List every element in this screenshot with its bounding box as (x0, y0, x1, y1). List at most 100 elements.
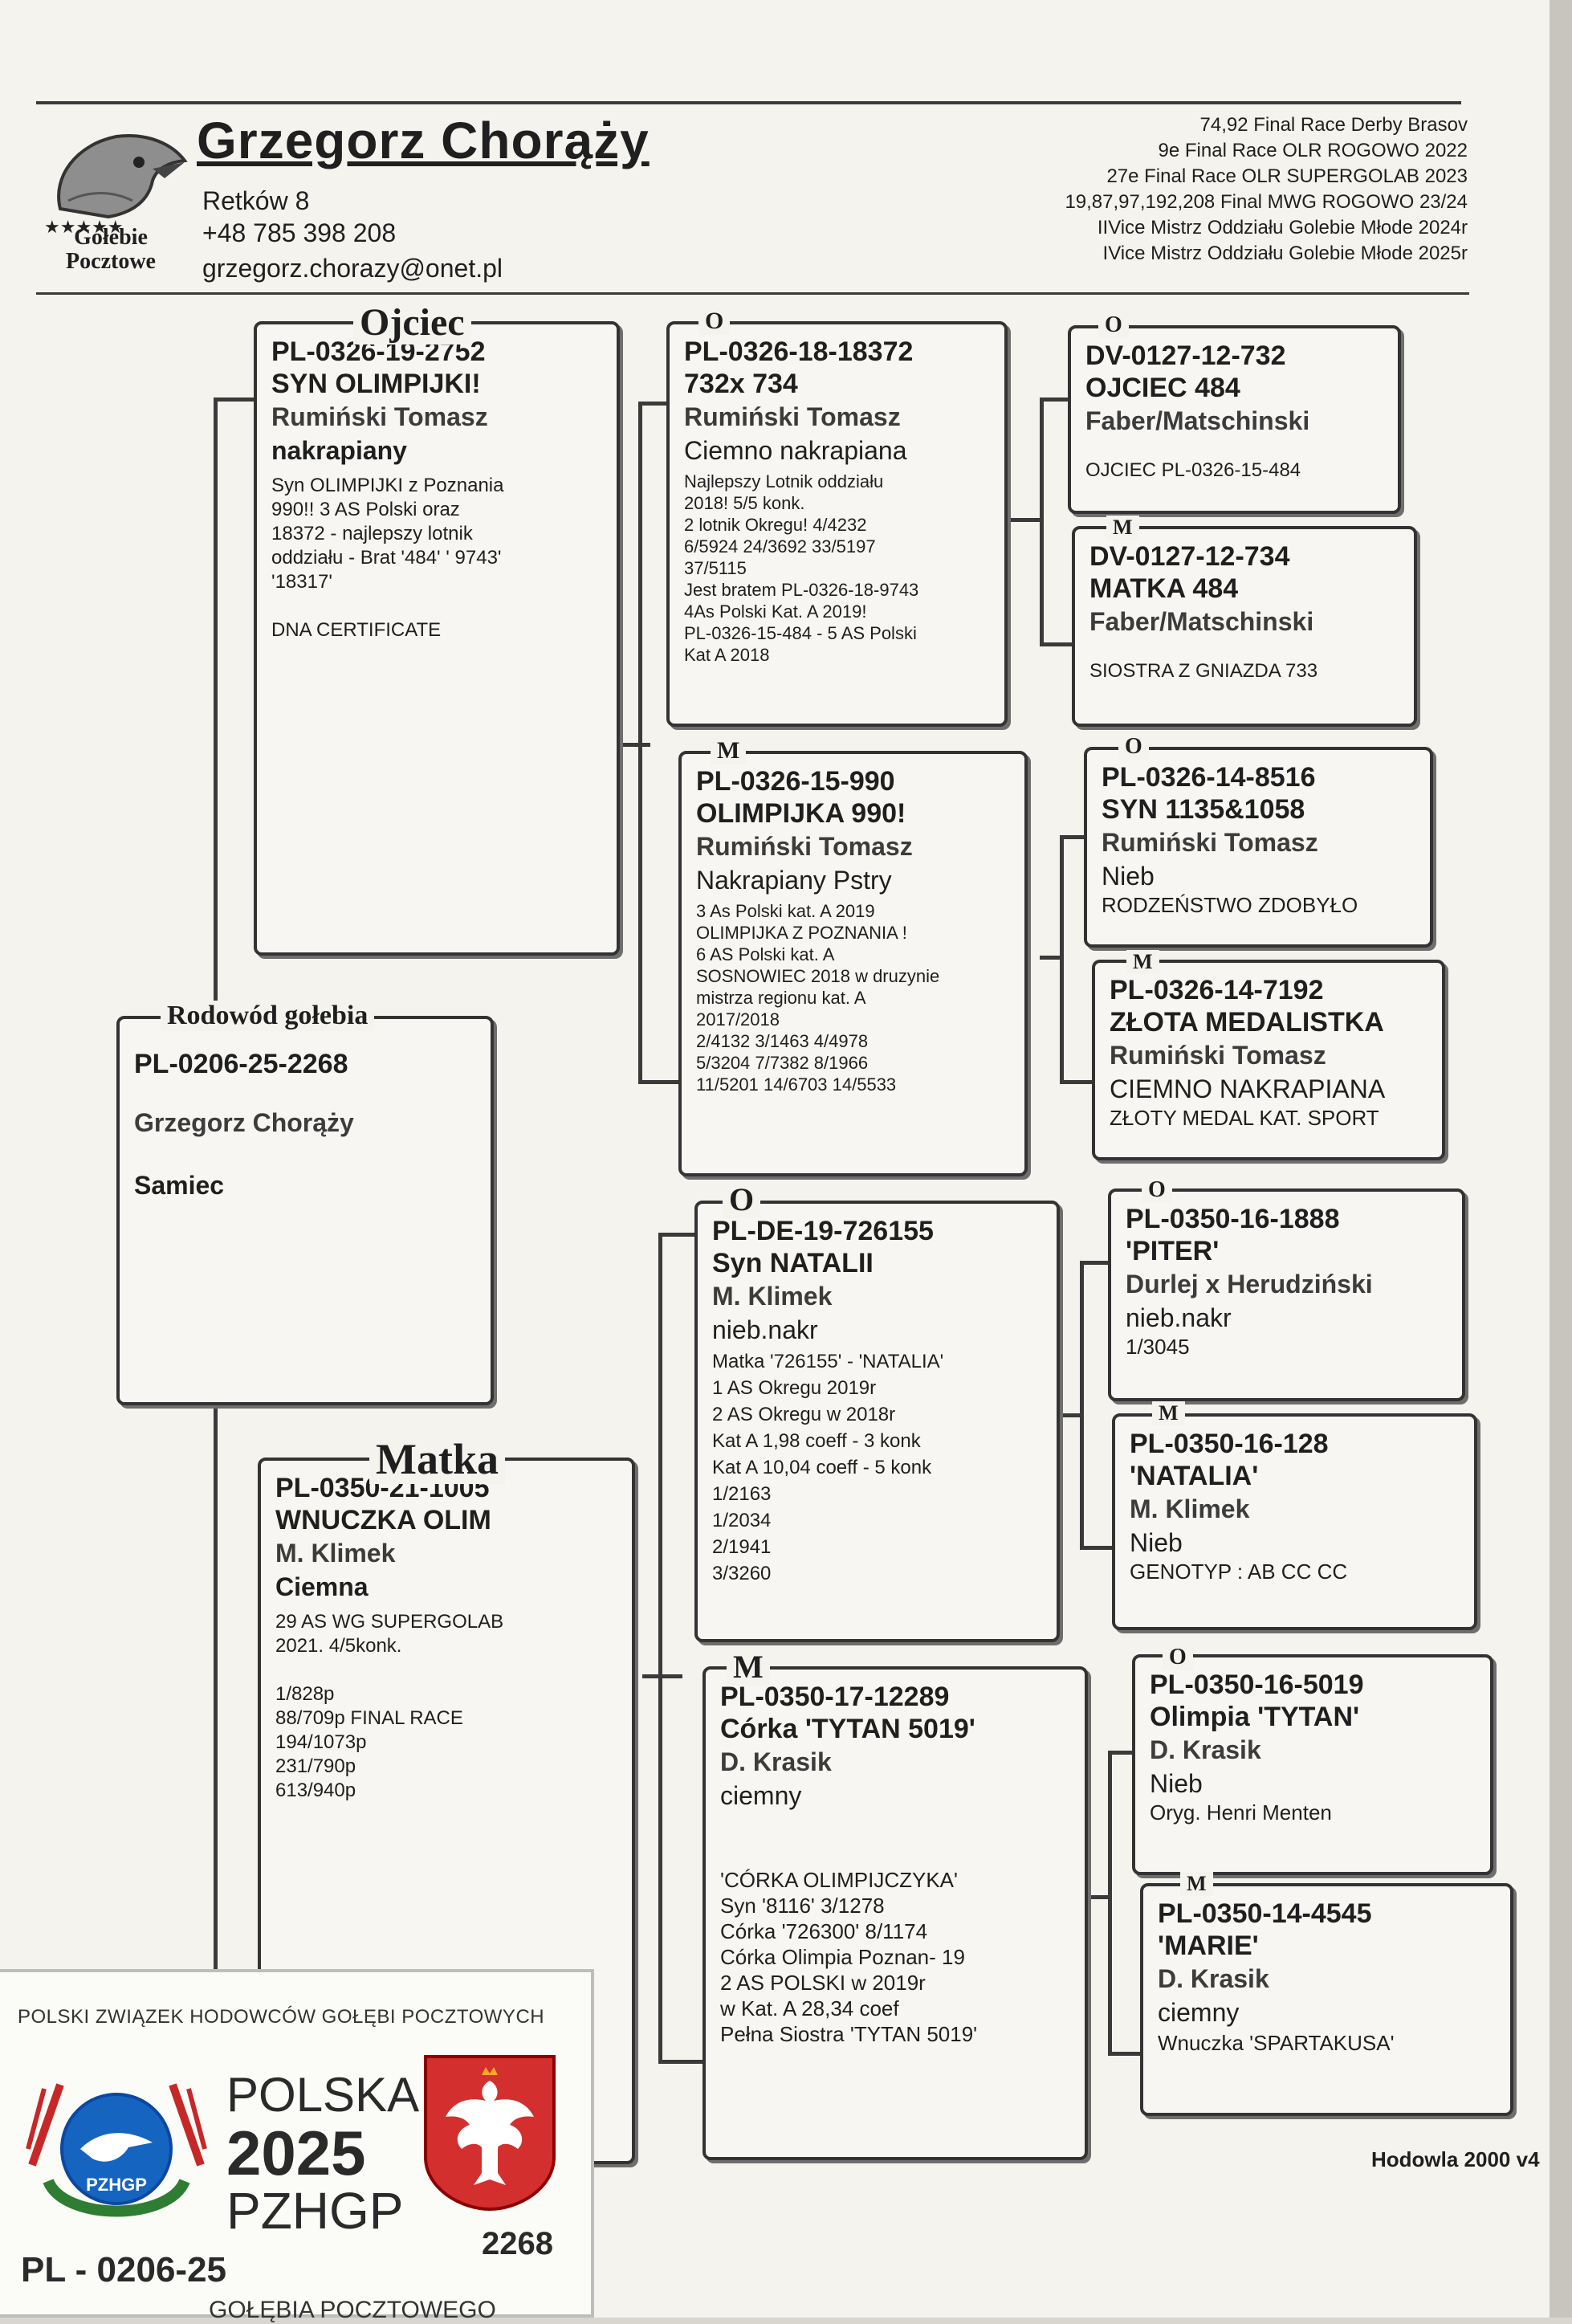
grandsire-maternal-card[interactable]: PL-DE-19-726155 Syn NATALII M. Klimek ni… (694, 1201, 1060, 1642)
sticker-year: 2025 (226, 2118, 366, 2188)
breeder: D. Krasik (720, 1747, 832, 1776)
note-line: 11/5201 14/6703 14/5533 (696, 1074, 897, 1095)
sticker-country: POLSKA (226, 2068, 420, 2122)
ring-sticker: POLSKI ZWIĄZEK HODOWCÓW GOŁĘBI POCZTOWYC… (0, 1969, 594, 2323)
note-line: 2 lotnik Okregu! 4/4232 (684, 515, 867, 535)
breeder-email[interactable]: grzegorz.chorazy@onet.pl (202, 254, 503, 283)
sire-tag: O (1163, 1645, 1193, 1670)
connector-line (1040, 398, 1044, 646)
note-line: Kat A 2018 (684, 645, 770, 665)
notes: Matka '726155' - 'NATALIA' 1 AS Okregu 2… (712, 1348, 1045, 1587)
achievement-item: IVice Mistrz Oddziału Golebie Młode 2025… (1102, 243, 1468, 264)
pigeon-name: SYN 1135&1058 (1102, 794, 1305, 825)
ring-number: PL-0350-16-5019 (1150, 1670, 1364, 1700)
note-line: 2018! 5/5 konk. (684, 493, 805, 513)
note-line: Córka Olimpia Poznan- 19 (720, 1945, 965, 1969)
logo-text-1: Gołebie (74, 225, 148, 250)
great-grandparent-card-1[interactable]: DV-0127-12-732 OJCIEC 484 Faber/Matschin… (1068, 325, 1401, 514)
note-line: 2 AS POLSKI w 2019r (720, 1971, 926, 1995)
connector-line (214, 398, 218, 1016)
note-line (720, 1841, 1073, 1867)
dam-tag: M (1180, 1872, 1213, 1896)
achievement-item: 19,87,97,192,208 Final MWG ROGOWO 23/24 (1065, 191, 1468, 213)
granddam-paternal-card[interactable]: PL-0326-15-990 OLIMPIJKA 990! Rumiński T… (678, 751, 1028, 1176)
plumage-color: CIEMNO NAKRAPIANA (1110, 1074, 1386, 1103)
software-credit: Hodowla 2000 v4 (1371, 2147, 1540, 2171)
note-line: Kat A 1,98 coeff - 3 konk (712, 1430, 921, 1452)
ring-number: PL-0350-14-4545 (1158, 1898, 1372, 1929)
achievements-list: 74,92 Final Race Derby Brasov 9e Final R… (1065, 112, 1468, 267)
note-line: OJCIEC PL-0326-15-484 (1085, 459, 1301, 481)
connector-line (1008, 518, 1044, 522)
sire-card[interactable]: PL-0326-19-2752 SYN OLIMPIJKI! Rumiński … (254, 321, 620, 956)
breeder: Rumiński Tomasz (271, 402, 488, 431)
connector-line (1060, 1080, 1092, 1084)
sire-tag: O (723, 1180, 761, 1218)
great-grandparent-card-6[interactable]: PL-0350-16-128 'NATALIA' M. Klimek Nieb … (1112, 1413, 1477, 1630)
note-line: PL-0326-15-484 - 5 AS Polski (684, 623, 917, 643)
note-line: oddziału - Brat '484' ' 9743' (271, 547, 502, 569)
connector-line (638, 402, 642, 1084)
notes: 'CÓRKA OLIMPIJCZYKA' Syn '8116' 3/1278 C… (720, 1816, 1073, 2047)
achievement-item: IIVice Mistrz Oddziału Golebie Młode 202… (1097, 217, 1468, 239)
grandsire-paternal-card[interactable]: PL-0326-18-18372 732x 734 Rumiński Tomas… (666, 321, 1008, 727)
pzhgp-badge-text: PZHGP (86, 2175, 147, 2195)
note-line (271, 594, 605, 618)
pigeon-name: OLIMPIJKA 990! (696, 798, 906, 829)
plumage-color: ciemny (1158, 1998, 1240, 2027)
great-grandparent-card-7[interactable]: PL-0350-16-5019 Olimpia 'TYTAN' D. Krasi… (1132, 1654, 1493, 1875)
great-grandparent-card-8[interactable]: PL-0350-14-4545 'MARIE' D. Krasik ciemny… (1140, 1883, 1513, 2116)
note-line: 990!! 3 AS Polski oraz (271, 499, 460, 520)
connector-line (1040, 956, 1064, 960)
dam-tag: M (1126, 950, 1159, 974)
note-line: 2021. 4/5konk. (275, 1635, 402, 1657)
ring-number: PL-0350-16-1888 (1126, 1204, 1340, 1234)
note-line: Kat A 10,04 coeff - 5 konk (712, 1457, 932, 1478)
breeder: M. Klimek (712, 1282, 833, 1311)
great-grandparent-card-4[interactable]: PL-0326-14-7192 ZŁOTA MEDALISTKA Rumińsk… (1092, 960, 1445, 1160)
note-line: w Kat. A 28,34 coef (720, 1996, 899, 2020)
pigeon-name: SYN OLIMPIJKI! (271, 369, 481, 399)
note-line: 18372 - najlepszy lotnik (271, 523, 473, 544)
ring-number: DV-0127-12-734 (1089, 541, 1290, 572)
plumage-color: Nieb (1102, 862, 1155, 891)
ring-number: PL-0326-15-990 (696, 766, 895, 797)
great-grandparent-card-2[interactable]: DV-0127-12-734 MATKA 484 Faber/Matschins… (1072, 526, 1417, 727)
note-line: 5/3204 7/7382 8/1966 (696, 1053, 869, 1073)
note-line: 1 AS Okregu 2019r (712, 1377, 877, 1399)
note-line: SOSNOWIEC 2018 w druzynie (696, 966, 940, 986)
note-line: Jest bratem PL-0326-18-9743 (684, 580, 919, 600)
note-line: SIOSTRA Z GNIAZDA 733 (1089, 660, 1318, 682)
note-line: 37/5115 (684, 558, 747, 578)
note-line: mistrza regionu kat. A (696, 988, 866, 1008)
ring-number: PL-DE-19-726155 (712, 1216, 934, 1246)
breeder: Durlej x Herudziński (1126, 1270, 1373, 1299)
great-grandparent-card-5[interactable]: PL-0350-16-1888 'PITER' Durlej x Herudzi… (1108, 1189, 1465, 1401)
great-grandparent-card-3[interactable]: PL-0326-14-8516 SYN 1135&1058 Rumiński T… (1084, 747, 1433, 948)
note-line: 2/4132 3/1463 4/4978 (696, 1031, 869, 1051)
note-line (720, 1816, 1073, 1841)
plumage-color: nieb.nakr (1126, 1303, 1232, 1332)
note-line: 6 AS Polski kat. A (696, 944, 835, 964)
subject-card[interactable]: PL-0206-25-2268 Grzegorz Chorąży Samiec (116, 1016, 494, 1405)
connector-line (618, 743, 650, 747)
note-line: 1/2034 (712, 1510, 772, 1531)
ring-number: PL-0206-25-2268 (134, 1049, 348, 1079)
note-line: Pełna Siostra 'TYTAN 5019' (720, 2022, 978, 2046)
note-line: RODZEŃSTWO ZDOBYŁO (1102, 893, 1358, 917)
pigeon-logo-icon: ★★★★★ (44, 134, 188, 237)
granddam-maternal-card[interactable]: PL-0350-17-12289 Córka 'TYTAN 5019' D. K… (703, 1666, 1088, 2160)
breeder: Rumiński Tomasz (1110, 1041, 1326, 1070)
breeder: Faber/Matschinski (1085, 406, 1310, 435)
dam-tag: M (727, 1648, 770, 1686)
dam-label: Matka (369, 1434, 505, 1484)
pigeon-name: Córka 'TYTAN 5019' (720, 1714, 975, 1744)
pigeon-name: Olimpia 'TYTAN' (1150, 1702, 1360, 1732)
dam-tag: M (1106, 516, 1139, 540)
pigeon-name: 'PITER' (1126, 1236, 1220, 1266)
pedigree-label: Rodowód gołebia (161, 1001, 375, 1031)
connector-line (1088, 1895, 1112, 1899)
sex: Samiec (134, 1171, 225, 1200)
ring-number: PL-0326-14-8516 (1102, 762, 1316, 793)
note-line (275, 1658, 621, 1682)
